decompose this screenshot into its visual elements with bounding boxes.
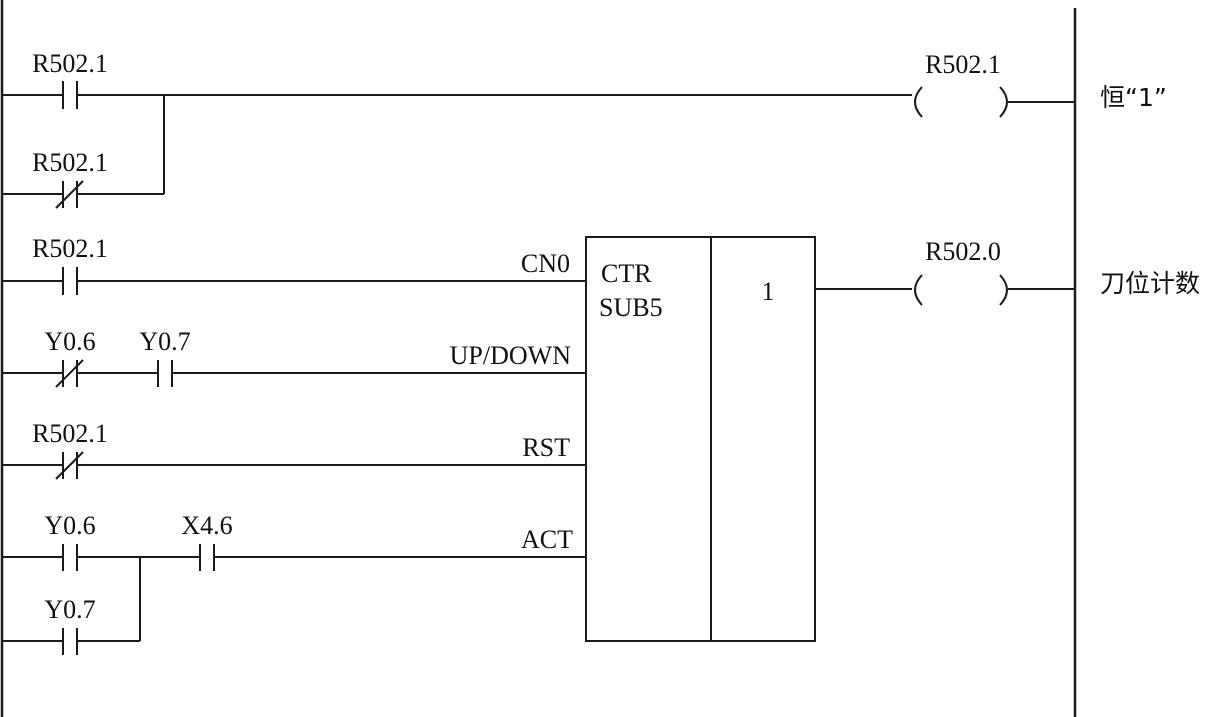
function-block-name: CTR xyxy=(601,259,652,288)
coil-label: R502.0 xyxy=(925,237,1001,266)
pin-label-act: ACT xyxy=(521,525,573,554)
function-block-subname: SUB5 xyxy=(599,293,663,322)
function-block-parameter: 1 xyxy=(762,277,775,306)
nc-contact-icon xyxy=(55,180,84,209)
rung-comment: 恒“1” xyxy=(1100,83,1167,112)
contact-label: R502.1 xyxy=(32,49,108,78)
nc-contact-icon xyxy=(55,359,84,388)
pin-label-rst: RST xyxy=(522,433,570,462)
rung-comment: 刀位计数 xyxy=(1100,269,1200,298)
no-contact-icon xyxy=(157,360,173,387)
coil-icon xyxy=(914,274,1008,306)
pin-label-cn0: CN0 xyxy=(521,249,570,278)
contact-label: R502.1 xyxy=(32,234,108,263)
coil-icon xyxy=(914,86,1008,118)
contact-label: R502.1 xyxy=(32,148,108,177)
contact-label: Y0.6 xyxy=(44,511,95,540)
coil-label: R502.1 xyxy=(925,50,1001,79)
function-block-ctr: CTR SUB5 1 xyxy=(585,236,816,642)
contact-label: Y0.7 xyxy=(44,595,95,624)
function-block-frame xyxy=(585,236,816,642)
no-contact-icon xyxy=(62,628,78,655)
no-contact-icon xyxy=(199,544,215,571)
nc-contact-icon xyxy=(55,451,84,480)
contact-label: X4.6 xyxy=(181,511,232,540)
rung-1: R502.1 R502.1 R502.1 恒“1” xyxy=(2,49,1167,209)
pin-label-up-down: UP/DOWN xyxy=(450,341,572,370)
contact-label: Y0.7 xyxy=(139,327,190,356)
contact-label: Y0.6 xyxy=(44,327,95,356)
no-contact-icon xyxy=(62,267,78,295)
no-contact-icon xyxy=(62,544,78,571)
no-contact-icon xyxy=(62,81,78,109)
rung-2: R502.1 CN0 Y0.6 Y0.7 UP/DOWN R502.1 RST xyxy=(2,234,1200,655)
contact-label: R502.1 xyxy=(32,419,108,448)
